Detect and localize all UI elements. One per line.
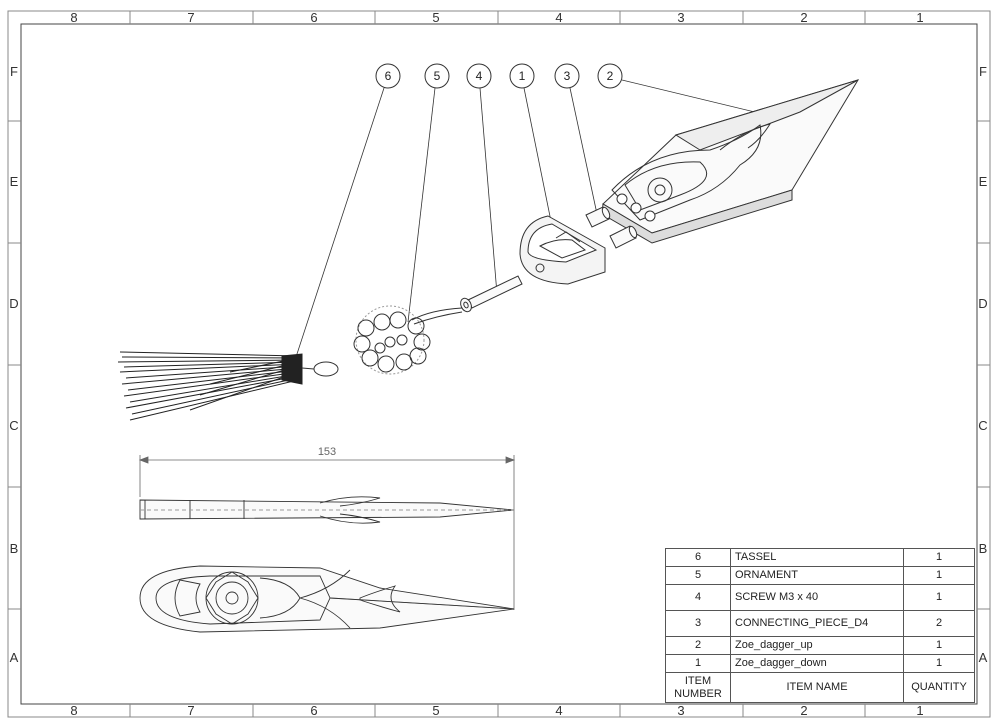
zone-col-label: 6	[310, 10, 317, 25]
quantity-cell: 1	[903, 636, 975, 655]
ornament-part	[353, 305, 463, 375]
zone-labels-left: F E D C B A	[9, 64, 18, 665]
side-view	[139, 496, 515, 524]
balloon-label: 6	[385, 69, 392, 83]
zone-col-label: 2	[800, 703, 807, 718]
zone-labels-bottom: 8 7 6 5 4 3 2 1	[70, 703, 923, 718]
balloon-1[interactable]: 1	[509, 63, 535, 89]
quantity-cell: 1	[903, 584, 975, 611]
zone-ticks	[8, 11, 990, 717]
screw-part	[460, 275, 523, 313]
item-number-header: ITEM NUMBER	[665, 672, 731, 703]
zone-col-label: 8	[70, 703, 77, 718]
dagger-down-part	[519, 215, 606, 285]
zone-row-label: D	[978, 296, 987, 311]
item-number-cell: 6	[665, 548, 731, 567]
item-number-cell: 4	[665, 584, 731, 611]
connecting-piece-part	[585, 206, 638, 249]
item-name-header: ITEM NAME	[730, 672, 904, 703]
zone-row-label: F	[10, 64, 18, 79]
zone-row-label: C	[978, 418, 987, 433]
zone-labels-right: F E D C B A	[978, 64, 987, 665]
balloon-label: 3	[564, 69, 571, 83]
tassel-part	[117, 351, 339, 421]
zone-row-label: C	[9, 418, 18, 433]
zone-col-label: 3	[677, 703, 684, 718]
item-name-cell: ORNAMENT	[730, 566, 904, 585]
item-name-cell: Zoe_dagger_up	[730, 636, 904, 655]
dagger-up-part	[601, 79, 860, 244]
quantity-cell: 1	[903, 566, 975, 585]
zone-col-label: 1	[916, 703, 923, 718]
dimension-153	[138, 455, 516, 610]
zone-row-label: F	[979, 64, 987, 79]
item-number-cell: 3	[665, 610, 731, 637]
zone-row-label: B	[979, 541, 988, 556]
item-number-cell: 5	[665, 566, 731, 585]
table-row: 3 CONNECTING_PIECE_D4 2	[665, 610, 975, 637]
quantity-cell: 1	[903, 548, 975, 567]
zone-col-label: 6	[310, 703, 317, 718]
zone-row-label: A	[979, 650, 988, 665]
table-row: 6 TASSEL 1	[665, 548, 975, 567]
balloon-6[interactable]: 6	[375, 63, 401, 89]
zone-row-label: D	[9, 296, 18, 311]
balloon-label: 4	[476, 69, 483, 83]
item-name-cell: SCREW M3 x 40	[730, 584, 904, 611]
balloon-4[interactable]: 4	[466, 63, 492, 89]
inner-border	[20, 23, 978, 705]
balloon-label: 1	[519, 69, 526, 83]
quantity-header: QUANTITY	[903, 672, 975, 703]
item-number-cell: 1	[665, 654, 731, 673]
zone-col-label: 4	[555, 703, 562, 718]
table-row: 4 SCREW M3 x 40 1	[665, 584, 975, 611]
zone-col-label: 5	[432, 10, 439, 25]
zone-row-label: E	[979, 174, 988, 189]
balloon-2[interactable]: 2	[597, 63, 623, 89]
zone-col-label: 7	[187, 10, 194, 25]
zone-col-label: 1	[916, 10, 923, 25]
balloon-5[interactable]: 5	[424, 63, 450, 89]
top-view	[139, 565, 515, 633]
table-row: 2 Zoe_dagger_up 1	[665, 636, 975, 655]
zone-col-label: 7	[187, 703, 194, 718]
zone-row-label: E	[10, 174, 19, 189]
zone-col-label: 5	[432, 703, 439, 718]
table-row: 5 ORNAMENT 1	[665, 566, 975, 585]
table-row: 1 Zoe_dagger_down 1	[665, 654, 975, 673]
balloon-label: 5	[434, 69, 441, 83]
table-header-row: ITEM NUMBER ITEM NAME QUANTITY	[665, 672, 975, 703]
outer-border	[7, 10, 991, 718]
balloon-label: 2	[607, 69, 614, 83]
dimension-value: 153	[318, 446, 336, 458]
item-number-cell: 2	[665, 636, 731, 655]
zone-col-label: 8	[70, 10, 77, 25]
zone-labels-top: 8 7 6 5 4 3 2 1	[70, 10, 923, 25]
quantity-cell: 2	[903, 610, 975, 637]
zone-row-label: B	[10, 541, 19, 556]
bill-of-materials-table: 6 TASSEL 1 5 ORNAMENT 1 4 SCREW M3 x 40 …	[665, 548, 975, 703]
zone-col-label: 3	[677, 10, 684, 25]
item-name-cell: Zoe_dagger_down	[730, 654, 904, 673]
item-name-cell: TASSEL	[730, 548, 904, 567]
zone-col-label: 4	[555, 10, 562, 25]
zone-row-label: A	[10, 650, 19, 665]
zone-col-label: 2	[800, 10, 807, 25]
item-name-cell: CONNECTING_PIECE_D4	[730, 610, 904, 637]
balloon-3[interactable]: 3	[554, 63, 580, 89]
quantity-cell: 1	[903, 654, 975, 673]
